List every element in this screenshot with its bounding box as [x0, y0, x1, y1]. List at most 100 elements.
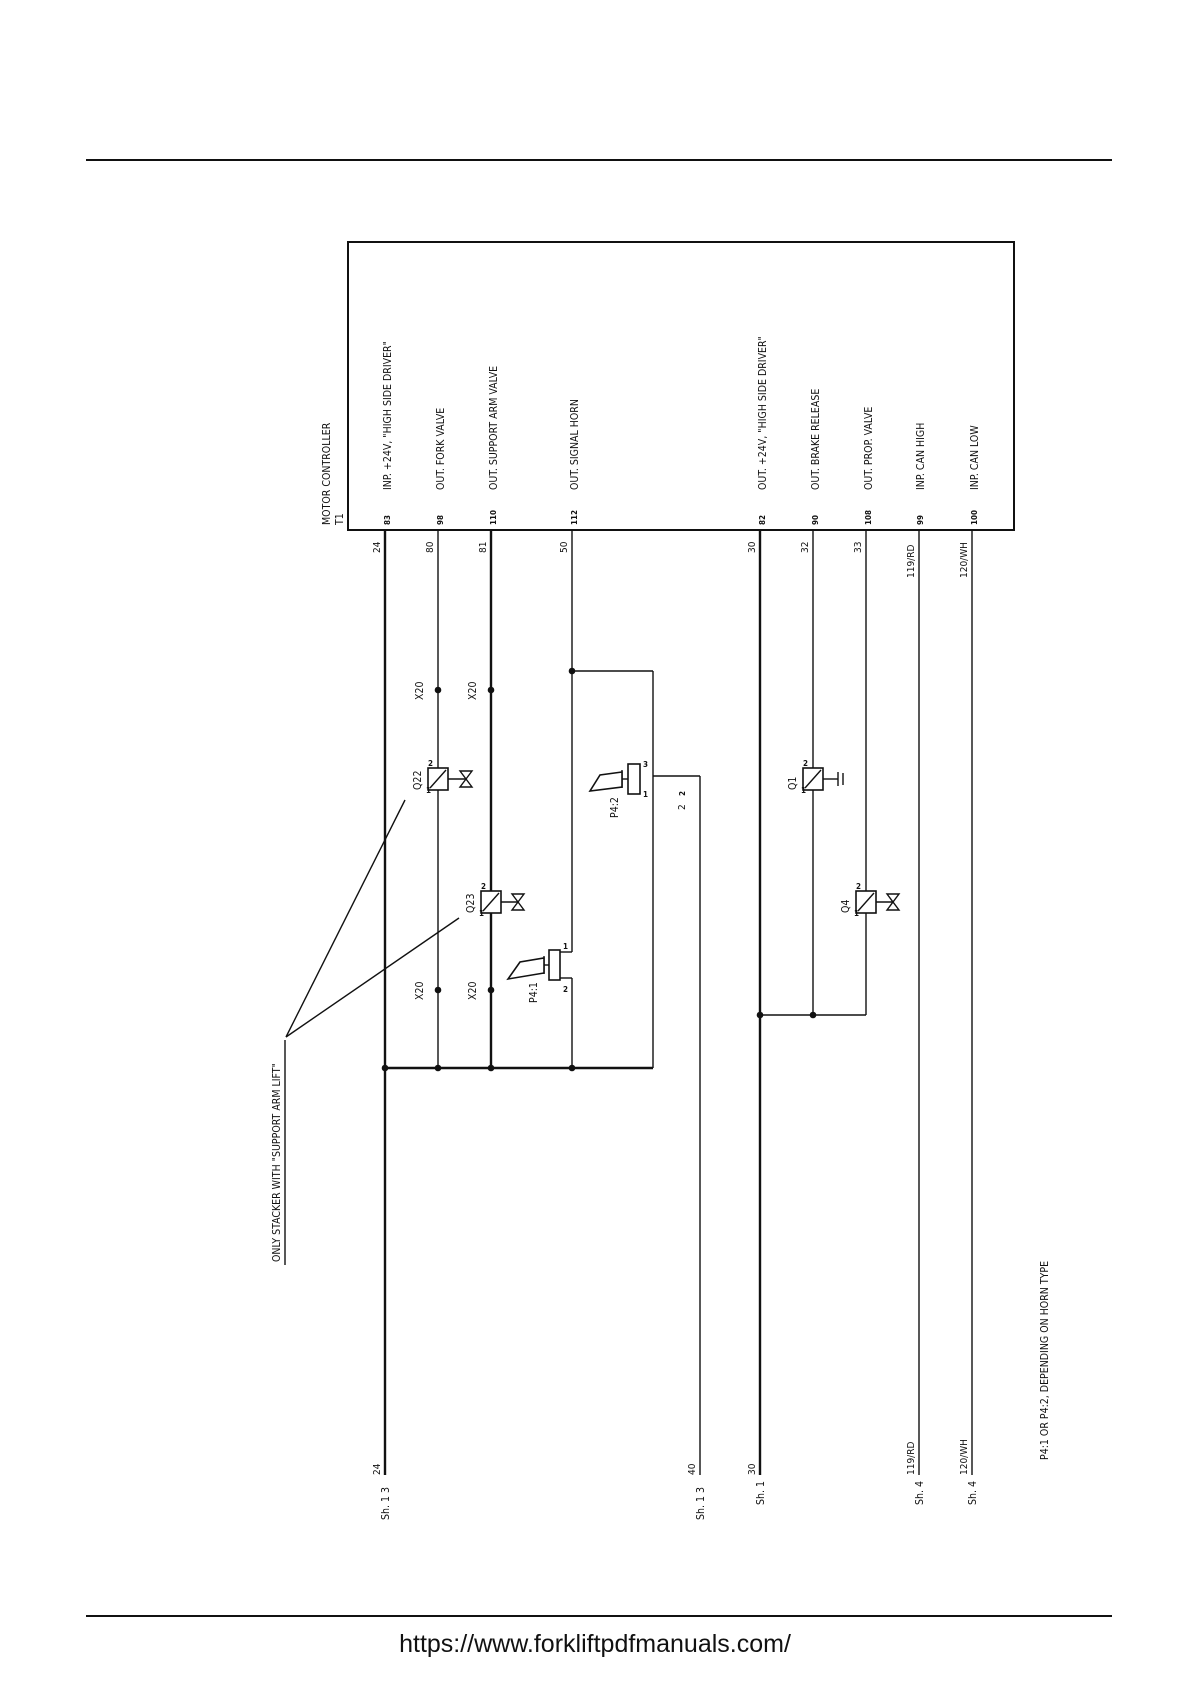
pin-label-signal-horn: OUT. SIGNAL HORN [569, 399, 581, 490]
coil-diagonal [482, 892, 500, 912]
wire-number-120wh: 120/WH [959, 542, 970, 578]
wire-number-2: 2 [677, 804, 688, 810]
sheet-ref-wire: 119/RD [906, 1442, 917, 1475]
horn-p41: P4:1 1 2 [506, 942, 572, 1003]
coil-diagonal [429, 769, 447, 789]
junction-dot [434, 986, 442, 994]
horn-body [548, 949, 561, 981]
wire-number-32: 32 [800, 542, 811, 553]
pin-number-112: 112 [570, 510, 579, 525]
x20-label: X20 [467, 982, 479, 1001]
valve-icon [510, 893, 526, 911]
wire-number-119rd: 119/RD [906, 545, 917, 578]
pin-label-prop-valve: OUT. PROP. VALVE [863, 407, 875, 490]
sheet-ref-wire: 24 [372, 1463, 383, 1475]
junction-dot [487, 1064, 495, 1072]
q23-pin1: 1 [479, 909, 484, 918]
wire-number-33: 33 [853, 542, 864, 553]
p42-pin2: 2 [678, 791, 687, 796]
solenoid-valve-q22: Q22 1 2 [412, 759, 474, 795]
pin-label-out-24v: OUT. +24V, "HIGH SIDE DRIVER" [757, 336, 769, 490]
junction-dot [568, 667, 576, 675]
wire-number-80: 80 [425, 541, 436, 553]
wire-number-24: 24 [372, 541, 383, 553]
brake-solenoid-q1: Q1 1 2 [787, 759, 844, 795]
q23-ref: Q23 [465, 894, 477, 913]
valve-icon [458, 770, 474, 788]
pin-number-83: 83 [383, 515, 392, 525]
junction-dot [434, 686, 442, 694]
horn-icon [588, 771, 623, 793]
sheet-ref-wire: 120/WH [959, 1439, 970, 1475]
controller-ref: T1 [334, 513, 346, 526]
pin-label-support-arm-valve: OUT. SUPPORT ARM VALVE [488, 366, 500, 490]
q1-pin1: 1 [801, 786, 806, 795]
pin-label-can-high: INP. CAN HIGH [915, 423, 927, 490]
q4-pin1: 1 [854, 909, 859, 918]
coil-diagonal [857, 892, 875, 912]
junction-dot [809, 1011, 817, 1019]
pin-label-can-low: INP. CAN LOW [969, 425, 981, 490]
sheet-ref: Sh. 1 3 [380, 1487, 392, 1520]
pin-label-inp-24v: INP. +24V, "HIGH SIDE DRIVER" [382, 341, 394, 490]
p42-ref: P4:2 [609, 797, 621, 818]
x20-label: X20 [414, 682, 426, 701]
junctions [381, 667, 817, 1072]
solenoid-valve-q23: Q23 1 2 [465, 882, 526, 918]
q23-pin2: 2 [481, 882, 486, 891]
leader-line-q22 [285, 799, 406, 1038]
note-only-stacker: ONLY STACKER WITH "SUPPORT ARM LIFT" [271, 1063, 283, 1262]
q22-ref: Q22 [412, 771, 424, 790]
p41-pin1: 1 [563, 942, 568, 951]
junction-dot [434, 1064, 442, 1072]
pin-number-110: 110 [489, 510, 498, 525]
p41-ref: P4:1 [528, 982, 540, 1003]
controller-title: MOTOR CONTROLLER [321, 422, 333, 525]
sheet-ref: Sh. 1 3 [695, 1487, 707, 1520]
q4-pin2: 2 [856, 882, 861, 891]
leader-line-q23 [285, 917, 460, 1038]
note-horn-type: P4:1 OR P4:2, DEPENDING ON HORN TYPE [1039, 1261, 1051, 1460]
wire-number-50: 50 [559, 541, 570, 553]
junction-dot [756, 1011, 764, 1019]
sheet-ref: Sh. 4 [914, 1481, 926, 1505]
coil-diagonal [804, 769, 822, 789]
wire-number-81: 81 [478, 542, 489, 553]
horn-p42: P4:2 3 1 2 2 [588, 760, 688, 818]
p42-pin3: 3 [643, 760, 648, 769]
sheet-ref: Sh. 1 [755, 1481, 767, 1505]
pin-number-98: 98 [436, 515, 445, 525]
x20-label: X20 [414, 982, 426, 1001]
pin-number-90: 90 [811, 515, 820, 525]
junction-dot [568, 1064, 576, 1072]
pin-label-brake-release: OUT. BRAKE RELEASE [810, 389, 822, 490]
wire-number-30: 30 [747, 541, 758, 553]
pin-number-82: 82 [758, 515, 767, 525]
junction-dot [381, 1064, 389, 1072]
wiring [383, 530, 973, 1475]
sheet-ref-wire: 40 [687, 1463, 698, 1475]
horn-body [627, 763, 641, 795]
junction-dot [487, 986, 495, 994]
p42-pin1: 1 [643, 790, 648, 799]
footer-url[interactable]: https://www.forkliftpdfmanuals.com/ [399, 1630, 791, 1658]
pin-label-fork-valve: OUT. FORK VALVE [435, 408, 447, 490]
junction-dot [487, 686, 495, 694]
q22-pin1: 1 [426, 786, 431, 795]
valve-icon [885, 893, 901, 911]
q1-ref: Q1 [787, 777, 799, 790]
q1-pin2: 2 [803, 759, 808, 768]
pin-number-108: 108 [864, 510, 873, 525]
q4-ref: Q4 [840, 900, 852, 913]
sheet-ref: Sh. 4 [967, 1481, 979, 1505]
sheet-ref-wire: 30 [747, 1463, 758, 1475]
p41-pin2: 2 [563, 985, 568, 994]
q22-pin2: 2 [428, 759, 433, 768]
pin-number-100: 100 [970, 510, 979, 525]
horn-icon [506, 957, 545, 981]
solenoid-valve-q4: Q4 1 2 [840, 882, 901, 918]
x20-label: X20 [467, 682, 479, 701]
pin-number-99: 99 [916, 515, 925, 525]
motor-controller-box [347, 241, 1015, 531]
